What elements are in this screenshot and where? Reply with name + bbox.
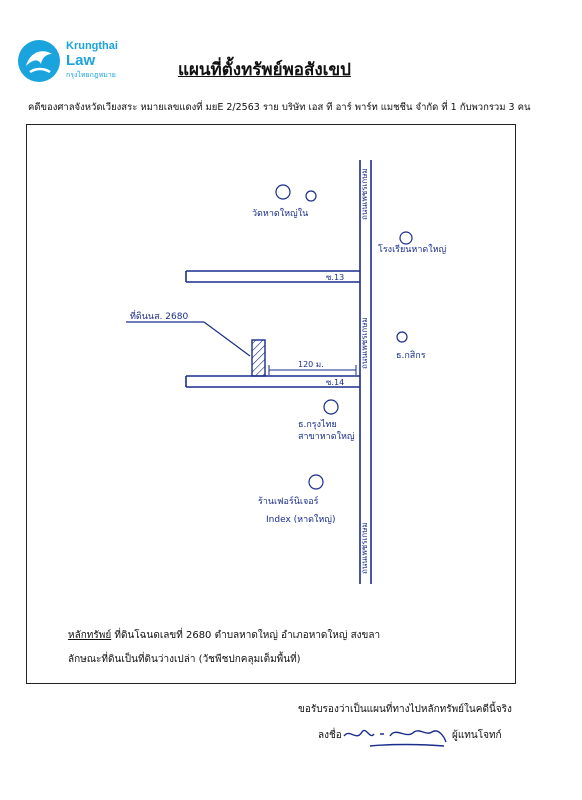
soi-lower-label: ซ.14 [326,378,344,387]
store-marker [308,474,324,490]
property-line: หลักทรัพย์ ที่ดินโฉนดเลขที่ 2680 ตำบลหาด… [68,628,380,643]
lot-label-arrow [203,321,251,357]
temple-marker [275,184,291,200]
bank-label: ธ.กสิกร [396,350,426,361]
distance-label: 120 ม. [298,360,324,369]
branch-label: สาขาหาดใหญ่ [298,431,355,442]
logo-text-thai: กรุงไทยกฎหมาย [66,72,116,79]
store-label-line1: ร้านเฟอร์นิเจอร์ [258,495,319,507]
bank2-marker [323,399,339,415]
road-label-upper: ถนนเพชรเกษม [360,168,369,220]
store-label-line2: Index (หาดใหญ่) [266,514,336,525]
logo-text-law: Law [66,52,96,69]
road-label-middle: ถนนเพชรเกษม [360,317,369,369]
bank2-label: ธ.กรุงไทย [298,419,337,430]
school-marker [399,231,413,245]
property-parcel [251,339,266,377]
soi-upper-label: ซ.13 [326,273,344,282]
temple-marker-2 [305,190,317,202]
property-characteristics: ลักษณะที่ดินเป็นที่ดินว่างเปล่า (วัชพืชป… [68,654,301,665]
school-label: โรงเรียนหาดใหญ่ [378,244,447,255]
case-description: คดีของศาลจังหวัดเวียงสระ หมายเลขแดงที่ ม… [28,102,531,113]
logo-text-krungthai: Krungthai [66,40,118,52]
road-label-lower: ถนนเพชรเกษม [360,522,369,574]
property-label: หลักทรัพย์ [68,630,112,641]
bank-marker [396,331,408,343]
sign-label: ลงชื่อ [318,730,342,741]
lot-label: ที่ดินนส. 2680 [130,309,188,322]
property-text: ที่ดินโฉนดเลขที่ 2680 ตำบลหาดใหญ่ อำเภอห… [111,630,381,641]
map-frame [26,124,516,684]
document-title: แผนที่ตั้งทรัพย์พอสังเขป [178,60,351,80]
signer-role: ผู้แทนโจทก์ [452,730,502,741]
temple-label: วัดหาดใหญ่ใน [252,208,308,219]
handwritten-signature [343,729,447,747]
location-map: ที่ดินนส. 2680 120 ม. ซ.13 ซ.14 ถนนเพชรเ… [126,160,447,584]
krungthai-bird-icon [18,40,60,82]
krungthai-law-logo: Krungthai Law กรุงไทยกฎหมาย [16,38,166,84]
certification-text: ขอรับรองว่าเป็นแผนที่ทางไปหลักทรัพย์ในคด… [298,704,512,715]
